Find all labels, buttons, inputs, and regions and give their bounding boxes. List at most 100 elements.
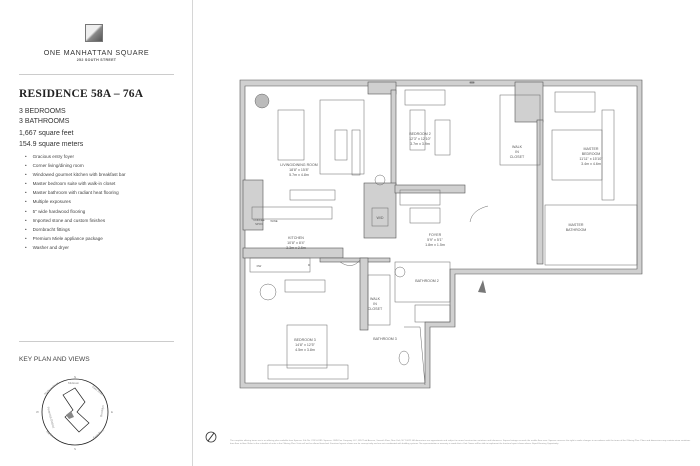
info-sidebar: ONE MANHATTAN SQUARE 252 SOUTH STREET RE…	[0, 0, 193, 466]
column	[254, 93, 270, 109]
feature-item: Gracious entry foyer	[19, 152, 126, 161]
toilet-2	[394, 266, 406, 278]
feature-item: Washer and dryer	[19, 243, 126, 252]
feature-item: Imported stone and custom finishes	[19, 216, 126, 225]
bathtub	[414, 304, 451, 323]
entry-arrow-icon	[478, 280, 486, 293]
bed2-desk	[404, 89, 446, 106]
room-label: CLOSET	[510, 155, 525, 159]
square-meters: 154.9 square meters	[19, 141, 84, 148]
sofa	[319, 99, 365, 175]
master-desk	[554, 91, 596, 113]
room-label: DW	[257, 264, 262, 268]
bed2-bed	[434, 119, 451, 156]
room-label: 5.7m x 4.8m	[289, 173, 309, 177]
feature-item: Dornbracht fittings	[19, 225, 126, 234]
unit-highlight	[66, 411, 74, 419]
dining-table	[277, 109, 305, 161]
room-label: MASTER	[569, 223, 584, 227]
view-midtown: Midtown	[68, 381, 80, 385]
feature-item: Premium Miele appliance package	[19, 234, 126, 243]
room-label: R	[308, 263, 310, 267]
building-outline	[62, 387, 90, 433]
door-swing	[339, 259, 361, 266]
room-label: KITCHEN	[288, 236, 304, 240]
view-financial-district: Financial District	[46, 406, 56, 428]
feature-item: Multiple exposures	[19, 197, 126, 206]
brand-logo-icon	[85, 24, 103, 42]
bed3-bench	[284, 279, 326, 293]
room-label: BATHROOM	[566, 228, 587, 232]
room-label: IN	[515, 150, 519, 154]
bed3-bed	[286, 324, 328, 369]
view-brooklyn: Brooklyn	[99, 405, 105, 418]
legal-disclaimer: The complete offering terms are in an of…	[230, 440, 691, 445]
bed3-nightstands	[267, 364, 349, 380]
room-label: 14'8" x 12'5"	[295, 343, 315, 347]
compass-s: S	[74, 447, 76, 451]
feature-item: Master bathroom with radiant heat floori…	[19, 188, 126, 197]
room-label: 1.8m x 1.5m	[425, 243, 445, 247]
kitchen-counter	[251, 206, 333, 220]
compass-circle	[41, 378, 109, 446]
room-label: 10'8" x 8'4"	[287, 241, 305, 245]
view-harbor: Harbor	[45, 430, 55, 439]
room-label: W/D	[377, 216, 384, 220]
bedrooms-count: 3 BEDROOMS	[19, 108, 66, 115]
room-label: BATHROOM 2	[415, 279, 439, 283]
brand-address: 252 SOUTH STREET	[76, 58, 117, 62]
kitchen-lower-counter	[249, 257, 311, 273]
coffee-table	[334, 129, 348, 161]
room-label: 3.7m x 3.9m	[410, 142, 430, 146]
key-plan-title: KEY PLAN AND VIEWS	[19, 356, 90, 363]
view-east-river-2: East River	[92, 428, 105, 440]
floor-plan: LIVING/DINING ROOM 18'8" x 15'8" 5.7m x …	[239, 79, 643, 389]
washer-dryer	[371, 207, 389, 227]
compass-e: E	[111, 410, 113, 414]
compass-n: N	[74, 375, 76, 379]
compass-w: W	[36, 410, 39, 414]
furniture	[249, 89, 638, 386]
room-labels: LIVING/DINING ROOM 18'8" x 15'8" 5.7m x …	[253, 132, 603, 352]
armchair	[259, 283, 277, 301]
room-label: 18'8" x 15'8"	[289, 168, 309, 172]
room-label: 3.4m x 4.6m	[581, 162, 601, 166]
feature-item: Master bedroom suite with walk-in closet	[19, 179, 126, 188]
shower	[404, 326, 426, 386]
room-label: WINE	[270, 219, 277, 223]
room-label: COFFEE	[253, 218, 264, 222]
walls	[239, 79, 643, 389]
north-arrow-icon	[205, 431, 217, 443]
bathrooms-count: 3 BATHROOMS	[19, 118, 70, 125]
walk-in-closet-outline	[499, 94, 541, 166]
square-feet: 1,667 square feet	[19, 130, 74, 137]
master-bath-outline	[544, 204, 638, 266]
room-label: 5'9" x 5'1"	[427, 238, 443, 242]
view-hudson-river: Hudson River	[43, 381, 60, 396]
room-label: BEDROOM 3	[294, 338, 316, 342]
brand-name: ONE MANHATTAN SQUARE	[43, 48, 150, 57]
room-label: 12'3" x 12'10"	[409, 137, 431, 141]
feature-list: Gracious entry foyer Corner living/dinin…	[19, 152, 126, 252]
room-label: BEDROOM	[582, 152, 601, 156]
room-label: SPOV	[255, 222, 263, 226]
wic-closet3	[367, 274, 391, 326]
room-label: 3.3m x 2.5m	[286, 246, 306, 250]
room-label: BEDROOM 2	[409, 132, 431, 136]
key-plan-diagram: N E S W Midtown East River Brooklyn East…	[36, 375, 113, 451]
lamp	[374, 174, 386, 186]
feature-item: Windowed gourmet kitchen with breakfast …	[19, 170, 126, 179]
toilet	[398, 350, 410, 366]
view-east-river: East River	[91, 385, 104, 397]
room-label: 11'11" x 15'10"	[579, 157, 603, 161]
room-label: CLOSET	[368, 307, 383, 311]
bath2-outline	[394, 261, 451, 303]
room-label: MASTER	[584, 147, 599, 151]
entry-door-swing	[469, 205, 489, 223]
room-label: WALK	[370, 297, 381, 301]
feature-item: Corner living/dining room	[19, 161, 126, 170]
room-label: FOYER	[429, 233, 442, 237]
divider	[19, 341, 174, 342]
residence-title: RESIDENCE 58A – 76A	[19, 88, 144, 100]
room-label: 4.5m x 3.8m	[295, 348, 315, 352]
